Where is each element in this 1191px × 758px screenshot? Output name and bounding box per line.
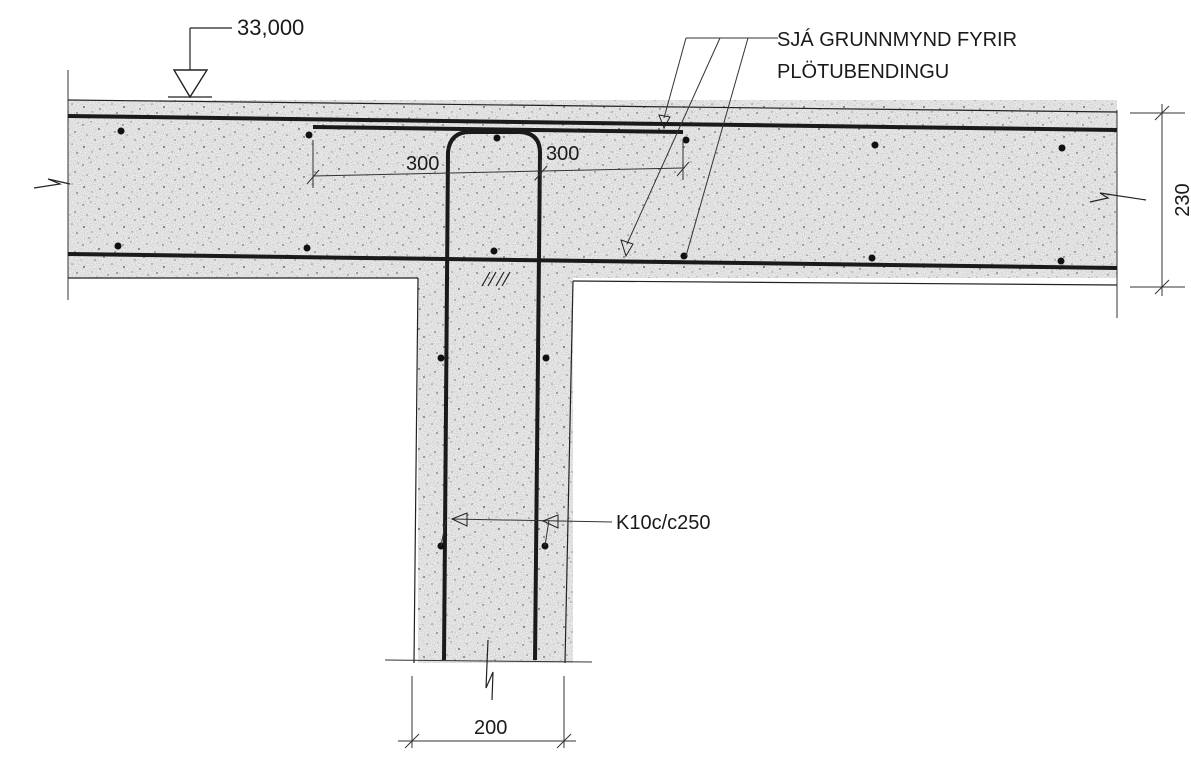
slab-bottom-bar xyxy=(67,252,1118,270)
dim-slab-thickness: 230 xyxy=(1172,183,1191,216)
rebar-dots xyxy=(114,127,1066,550)
level-marker xyxy=(168,27,232,99)
rebar-label: K10c/c250 xyxy=(616,512,711,534)
dimension-200 xyxy=(398,676,576,749)
dimension-230 xyxy=(1130,104,1185,296)
top-additional-bar xyxy=(312,125,684,134)
note-leaders xyxy=(620,37,778,258)
slab-top-bar xyxy=(67,114,1118,132)
wall xyxy=(384,270,593,701)
wall-u-bar xyxy=(442,130,542,661)
dim-wall-width: 200 xyxy=(474,717,507,739)
slab xyxy=(33,70,1147,318)
dimension-300-300 xyxy=(306,140,690,190)
note-line-2: PLÖTUBENDINGU xyxy=(777,61,949,83)
level-value: 33,000 xyxy=(237,15,304,40)
dim-right: 300 xyxy=(546,143,579,165)
dim-left: 300 xyxy=(406,153,439,175)
note-line-1: SJÁ GRUNNMYND FYRIR xyxy=(777,28,1017,51)
stirrup-leader xyxy=(450,512,613,529)
